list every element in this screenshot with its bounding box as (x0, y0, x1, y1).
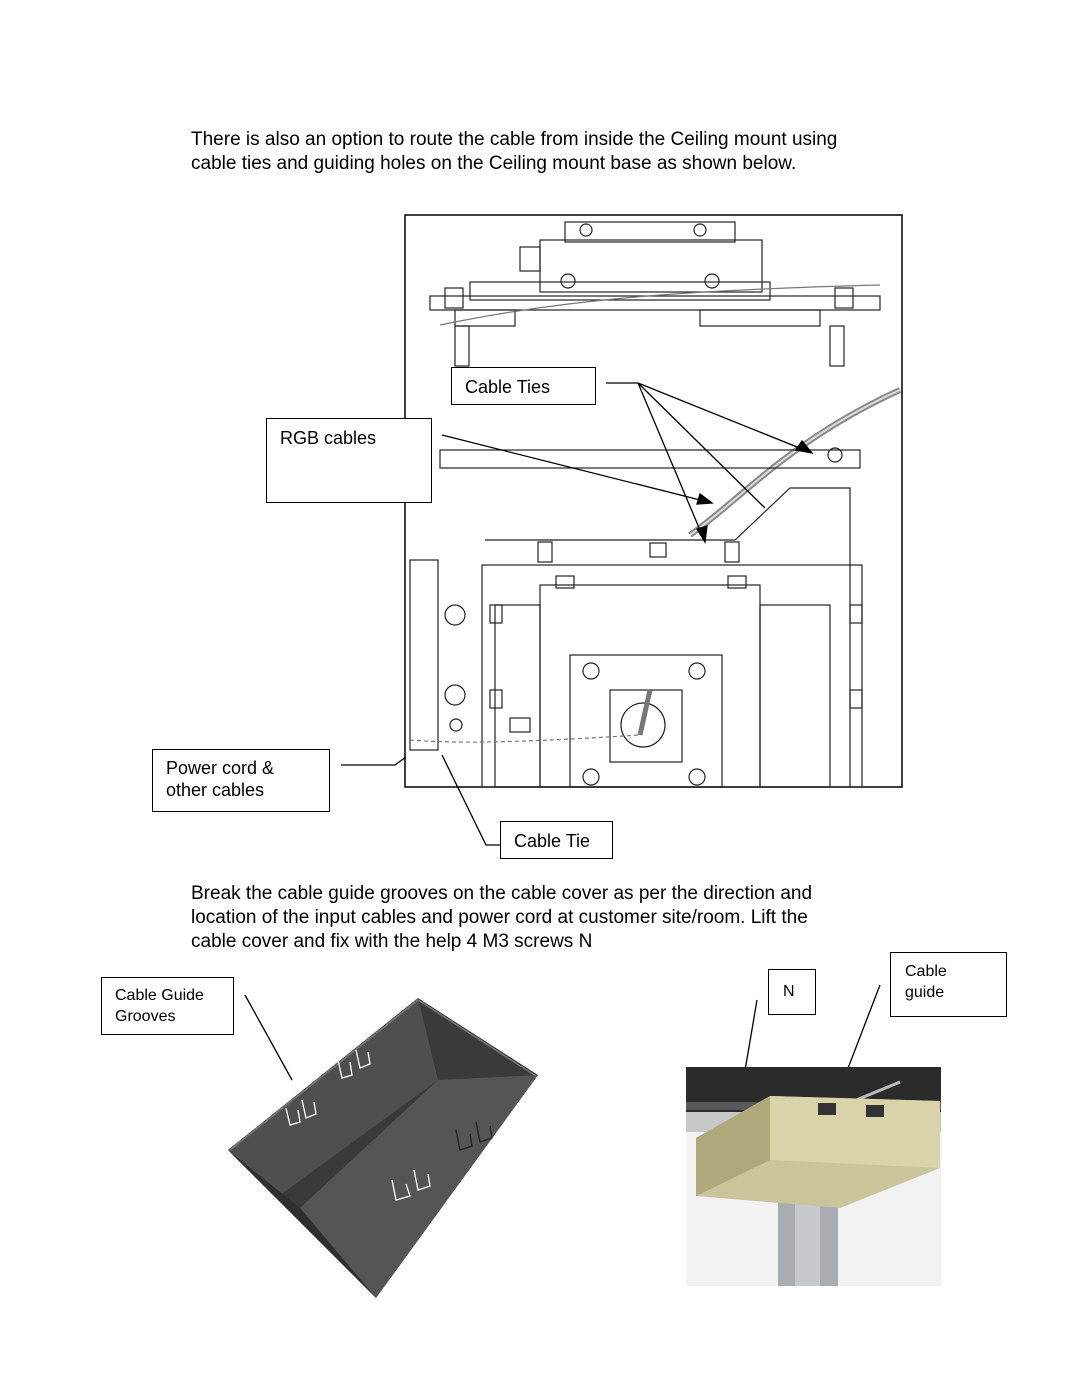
n-marker-label: N (768, 969, 816, 1015)
cable-tie-text: Cable Tie (514, 831, 591, 851)
intro-paragraph: There is also an option to route the cab… (191, 128, 837, 176)
cable-ties-label: Cable Ties (451, 367, 596, 405)
instruction-line: cable cover and fix with the help 4 M3 s… (191, 931, 593, 952)
power-cord-label: Power cord & other cables (152, 749, 330, 812)
installed-cover-photo (686, 1067, 941, 1286)
cable-ties-text: Cable Ties (465, 377, 551, 397)
diagram1-leader-lines (341, 382, 814, 846)
power-cord-text-line2: other cables (166, 780, 265, 800)
grooves-text-line1: Cable Guide (115, 987, 204, 1004)
intro-line: cable ties and guiding holes on the Ceil… (191, 153, 797, 174)
n-marker-text: N (783, 983, 795, 1000)
cable-guide-text-line2: guide (905, 984, 945, 1001)
cable-tie-label: Cable Tie (500, 821, 613, 859)
instruction-line: Break the cable guide grooves on the cab… (191, 883, 813, 904)
power-cord-text-line1: Power cord & (166, 758, 275, 778)
cable-guide-grooves-label: Cable Guide Grooves (101, 977, 234, 1035)
cable-cover-rendering (228, 998, 538, 1298)
grooves-text-line2: Grooves (115, 1008, 176, 1025)
instruction-paragraph: Break the cable guide grooves on the cab… (191, 882, 812, 954)
intro-line: There is also an option to route the cab… (191, 129, 838, 150)
cable-guide-text-line1: Cable (905, 963, 947, 980)
rgb-cables-label: RGB cables (266, 418, 432, 503)
rgb-cables-text: RGB cables (280, 428, 377, 448)
ceiling-mount-drawing (404, 214, 903, 788)
cable-guide-label: Cable guide (890, 952, 1007, 1017)
instruction-line: location of the input cables and power c… (191, 907, 808, 928)
